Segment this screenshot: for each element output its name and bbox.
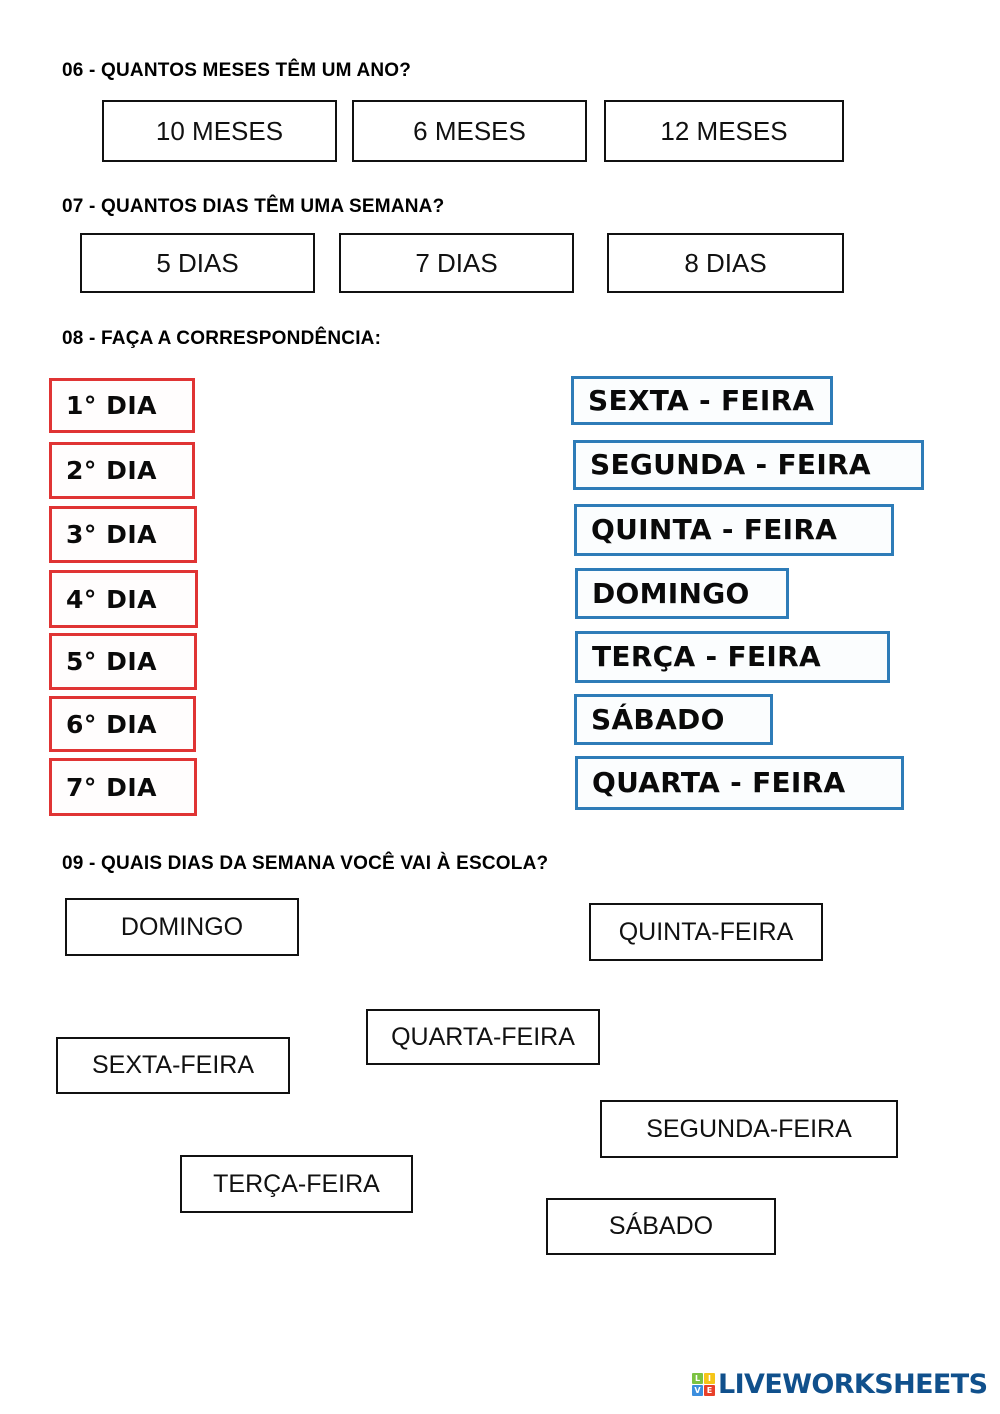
option-box-q09-2[interactable]: QUARTA-FEIRA bbox=[366, 1009, 600, 1065]
ordinal-day-label: 2° DIA bbox=[66, 456, 158, 485]
ordinal-day-card-2[interactable]: 2° DIA bbox=[49, 442, 195, 499]
question-heading-q08: 08 - FAÇA A CORRESPONDÊNCIA: bbox=[62, 328, 382, 349]
weekday-label: SEXTA - FEIRA bbox=[588, 383, 815, 417]
weekday-card-2[interactable]: SEGUNDA - FEIRA bbox=[573, 440, 924, 490]
ordinal-day-card-7[interactable]: 7° DIA bbox=[49, 758, 197, 816]
weekday-label: TERÇA - FEIRA bbox=[592, 640, 821, 673]
weekday-card-7[interactable]: QUARTA - FEIRA bbox=[575, 756, 904, 810]
weekday-label: QUINTA - FEIRA bbox=[591, 513, 838, 546]
ordinal-day-label: 7° DIA bbox=[66, 772, 158, 802]
weekday-card-6[interactable]: SÁBADO bbox=[574, 694, 773, 745]
option-label: QUINTA-FEIRA bbox=[618, 917, 794, 946]
option-box-q09-5[interactable]: TERÇA-FEIRA bbox=[180, 1155, 413, 1213]
option-box-q06-0[interactable]: 10 MESES bbox=[102, 100, 337, 162]
ordinal-day-label: 6° DIA bbox=[66, 709, 158, 739]
weekday-label: QUARTA - FEIRA bbox=[592, 766, 846, 799]
option-label: DOMINGO bbox=[120, 912, 244, 941]
liveworksheets-wordmark: LIVEWORKSHEETS bbox=[718, 1369, 988, 1400]
option-box-q06-2[interactable]: 12 MESES bbox=[604, 100, 844, 162]
live-tile-e: E bbox=[704, 1385, 715, 1396]
ordinal-day-label: 1° DIA bbox=[66, 391, 158, 420]
option-label: 6 MESES bbox=[413, 116, 526, 146]
weekday-card-4[interactable]: DOMINGO bbox=[575, 568, 789, 619]
option-box-q09-3[interactable]: SEXTA-FEIRA bbox=[56, 1037, 290, 1094]
option-box-q09-6[interactable]: SÁBADO bbox=[546, 1198, 776, 1255]
ordinal-day-card-5[interactable]: 5° DIA bbox=[49, 633, 197, 690]
ordinal-day-label: 4° DIA bbox=[66, 584, 158, 614]
option-box-q09-1[interactable]: QUINTA-FEIRA bbox=[589, 903, 823, 961]
option-box-q09-4[interactable]: SEGUNDA-FEIRA bbox=[600, 1100, 898, 1158]
option-label: 8 DIAS bbox=[684, 248, 767, 278]
weekday-card-3[interactable]: QUINTA - FEIRA bbox=[574, 504, 894, 556]
option-label: 12 MESES bbox=[660, 116, 788, 146]
weekday-card-1[interactable]: SEXTA - FEIRA bbox=[571, 376, 833, 425]
option-label: TERÇA-FEIRA bbox=[213, 1169, 380, 1198]
ordinal-day-card-1[interactable]: 1° DIA bbox=[49, 378, 195, 433]
live-tile-l: L bbox=[692, 1373, 703, 1384]
option-box-q07-2[interactable]: 8 DIAS bbox=[607, 233, 844, 293]
question-heading-q09: 09 - QUAIS DIAS DA SEMANA VOCÊ VAI À ESC… bbox=[62, 853, 549, 874]
live-tile-i: I bbox=[704, 1373, 715, 1384]
weekday-card-5[interactable]: TERÇA - FEIRA bbox=[575, 631, 890, 683]
option-label: SEXTA-FEIRA bbox=[91, 1051, 255, 1079]
option-box-q09-0[interactable]: DOMINGO bbox=[65, 898, 299, 956]
option-label: 7 DIAS bbox=[415, 248, 498, 278]
ordinal-day-card-3[interactable]: 3° DIA bbox=[49, 506, 197, 563]
live-tile-v: V bbox=[692, 1385, 703, 1396]
question-heading-q07: 07 - QUANTOS DIAS TÊM UMA SEMANA? bbox=[62, 196, 445, 217]
question-heading-q06: 06 - QUANTOS MESES TÊM UM ANO? bbox=[62, 60, 412, 81]
option-label: SEGUNDA-FEIRA bbox=[646, 1114, 852, 1143]
ordinal-day-label: 3° DIA bbox=[66, 520, 158, 549]
option-label: 10 MESES bbox=[155, 116, 284, 146]
option-box-q07-0[interactable]: 5 DIAS bbox=[80, 233, 315, 293]
option-label: SÁBADO bbox=[608, 1212, 714, 1240]
weekday-label: DOMINGO bbox=[592, 576, 750, 610]
ordinal-day-label: 5° DIA bbox=[66, 647, 158, 676]
option-label: QUARTA-FEIRA bbox=[391, 1022, 575, 1051]
option-box-q06-1[interactable]: 6 MESES bbox=[352, 100, 587, 162]
ordinal-day-card-4[interactable]: 4° DIA bbox=[49, 570, 198, 628]
option-label: 5 DIAS bbox=[156, 248, 239, 278]
weekday-label: SÁBADO bbox=[591, 702, 725, 736]
option-box-q07-1[interactable]: 7 DIAS bbox=[339, 233, 574, 293]
ordinal-day-card-6[interactable]: 6° DIA bbox=[49, 696, 196, 752]
weekday-label: SEGUNDA - FEIRA bbox=[590, 448, 871, 481]
